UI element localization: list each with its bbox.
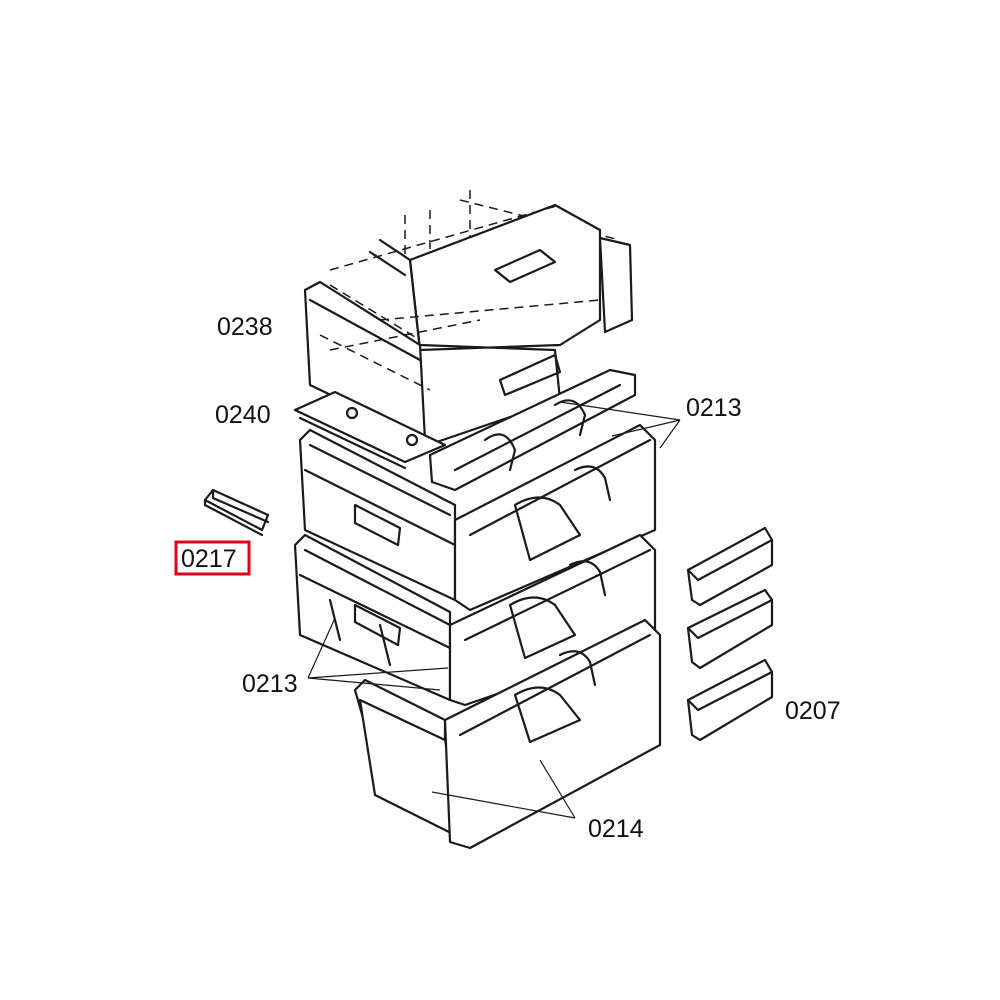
part-0240-shelf-plate[interactable]	[293, 390, 447, 470]
highlight-box-0217	[174, 540, 251, 576]
callout-0213-bottom: 0213	[242, 670, 298, 698]
callout-0217: 0217	[181, 545, 237, 573]
part-0213-top-drawer[interactable]	[298, 368, 657, 612]
part-0238-upper-box[interactable]	[303, 280, 562, 447]
part-0217-clip[interactable]	[203, 488, 270, 537]
upper-cabinet-frame	[329, 190, 634, 352]
part-0207-trim-1[interactable]	[686, 526, 774, 607]
part-0207-trim-2[interactable]	[686, 588, 774, 670]
part-0213-middle-drawer[interactable]	[293, 533, 657, 707]
leader-lines	[307, 401, 681, 819]
part-0214-bottom-drawer[interactable]	[353, 618, 662, 850]
callout-0207: 0207	[785, 697, 841, 725]
callout-0240: 0240	[215, 401, 271, 429]
callout-0238: 0238	[217, 313, 273, 341]
part-0207-trim-3[interactable]	[686, 658, 774, 742]
callout-0214: 0214	[588, 815, 644, 843]
callout-0213-top: 0213	[686, 394, 742, 422]
